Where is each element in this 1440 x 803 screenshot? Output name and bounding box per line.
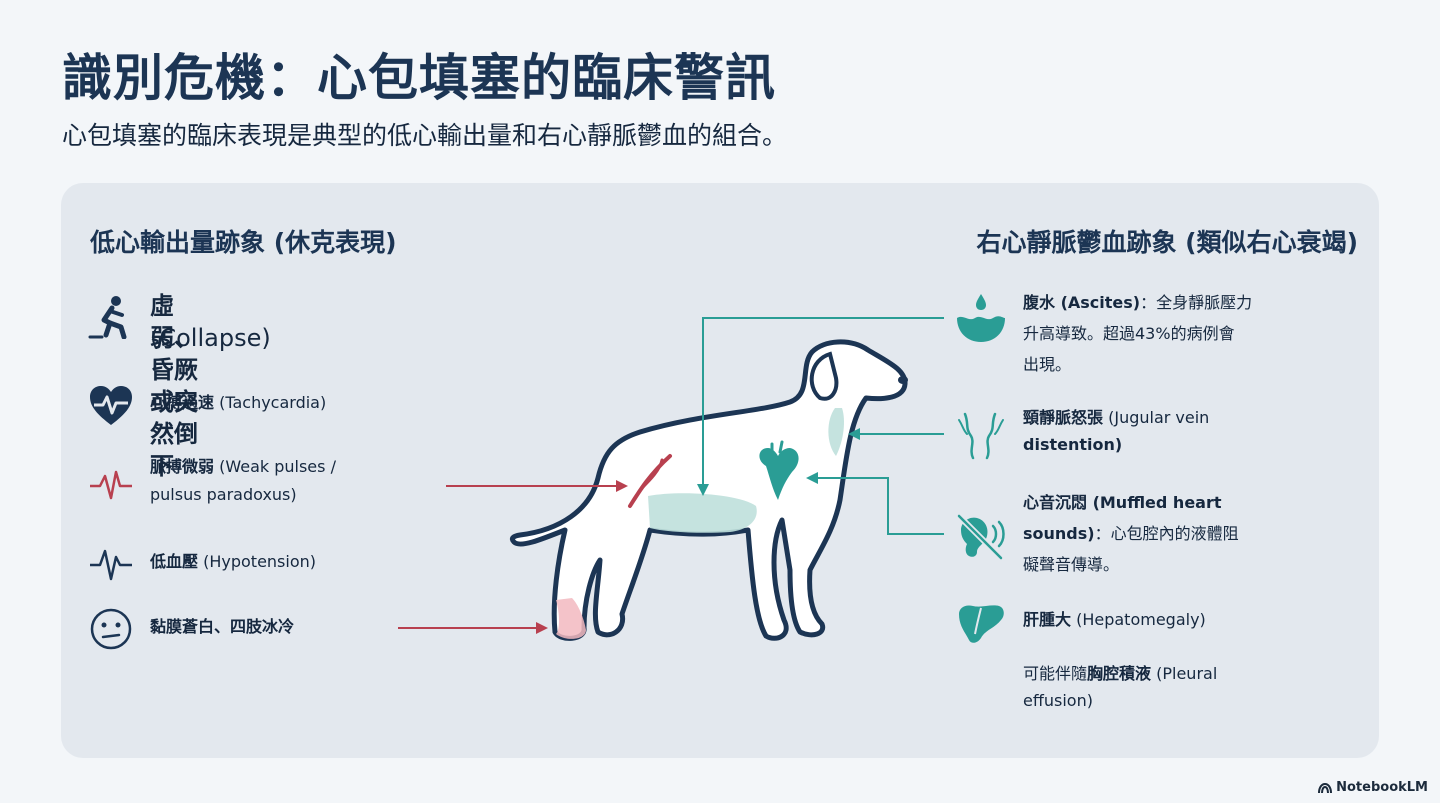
muffled-text-3: 礙聲音傳導。 [1023, 555, 1120, 574]
pleural-english: (Pleural [1151, 664, 1218, 683]
jvd-english-bold: distention) [1023, 435, 1123, 454]
ascites-text-3: 出現。 [1023, 355, 1072, 374]
ascites-desc: ：全身靜脈壓力 [1140, 293, 1253, 312]
muffled-label: 心音沉悶 (Muffled heart [1023, 493, 1222, 512]
tachycardia-text: 心搏過速 (Tachycardia) [150, 389, 326, 413]
notebooklm-logo-icon [1318, 782, 1333, 793]
jvd-text-2: distention) [1023, 435, 1373, 454]
page-title: 識別危機：心包填塞的臨床警訊 [62, 49, 776, 107]
hypotension-text: 低血壓 (Hypotension) [150, 548, 316, 572]
tachycardia-english: (Tachycardia) [214, 393, 327, 412]
ascites-label: 腹水 (Ascites) [1023, 293, 1141, 312]
jvd-english: (Jugular vein [1103, 408, 1210, 427]
venous-congestion-heading: 右心靜脈鬱血跡象 (類似右心衰竭) [976, 228, 1358, 257]
pale-membranes-label: 黏膜蒼白、四肢冰冷 [150, 617, 295, 636]
weak-pulse-icon [90, 470, 132, 500]
pale-membranes-text: 黏膜蒼白、四肢冰冷 [150, 613, 294, 637]
heart-pulse-icon [90, 386, 132, 425]
brand-watermark: NotebookLM [1318, 780, 1428, 795]
muffled-desc: ：心包腔內的液體阻 [1094, 524, 1239, 543]
low-output-heading: 低心輸出量跡象 (休克表現) [90, 228, 397, 257]
brand-name: NotebookLM [1336, 780, 1428, 795]
ascites-text-1: 腹水 (Ascites)：全身靜脈壓力 [1023, 289, 1373, 313]
muffled-text-2: sounds)：心包腔內的液體阻 [1023, 520, 1373, 544]
muffled-text-1: 心音沉悶 (Muffled heart [1023, 489, 1373, 513]
weak-pulse-label: 脈搏微弱 [150, 457, 215, 476]
worried-face-icon [90, 608, 132, 650]
falling-person-icon [88, 296, 127, 339]
pulse-wave-icon [90, 549, 132, 581]
collapse-label: 虛弱、昏厥或突然倒下 [150, 292, 198, 480]
pleural-prefix: 可能伴隨 [1023, 664, 1088, 683]
page-subtitle: 心包填塞的臨床表現是典型的低心輸出量和右心靜脈鬱血的組合。 [62, 121, 788, 150]
hypotension-label: 低血壓 [150, 552, 199, 571]
ascites-text-2: 升高導致。超過43%的病例會 [1023, 324, 1235, 343]
pleural-effusion-text-2: effusion) [1023, 691, 1093, 710]
muffled-sound-icon [956, 513, 1005, 561]
pleural-label: 胸腔積液 [1087, 664, 1152, 683]
muffled-english-bold: sounds) [1023, 524, 1095, 543]
jvd-label: 頸靜脈怒張 [1023, 408, 1104, 427]
hepatomegaly-english: (Hepatomegaly) [1071, 610, 1206, 629]
jvd-text-1: 頸靜脈怒張 (Jugular vein [1023, 404, 1373, 428]
weak-pulse-text-2: pulsus paradoxus) [150, 485, 297, 504]
hepatomegaly-label: 肝腫大 [1023, 610, 1072, 629]
fluid-drop-icon [957, 294, 1005, 342]
weak-pulse-english: (Weak pulses / [214, 457, 336, 476]
pleural-effusion-text-1: 可能伴隨胸腔積液 (Pleural [1023, 660, 1373, 684]
weak-pulse-text-1: 脈搏微弱 (Weak pulses / [150, 453, 336, 477]
liver-icon [959, 605, 1004, 643]
tachycardia-label: 心搏過速 [150, 393, 215, 412]
hepatomegaly-text: 肝腫大 (Hepatomegaly) [1023, 606, 1373, 630]
hypotension-english: (Hypotension) [198, 552, 316, 571]
collapse-english: (Collapse) [150, 324, 271, 352]
jugular-vein-icon [958, 412, 1004, 460]
